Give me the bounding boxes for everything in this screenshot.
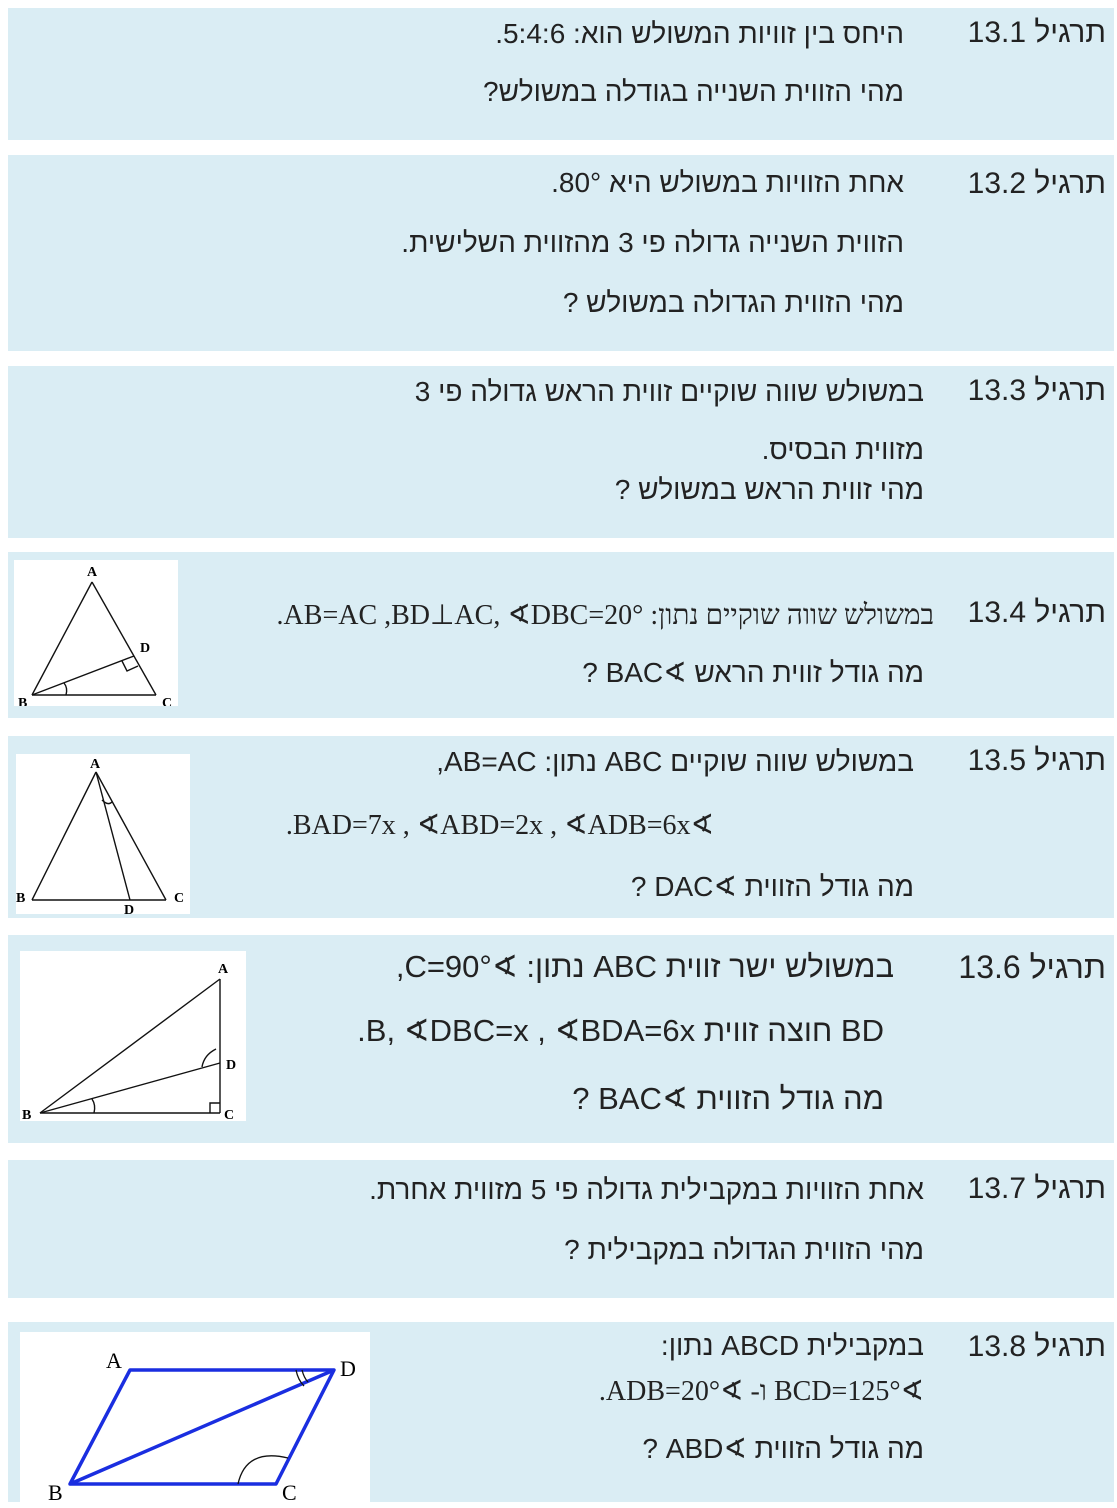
exercise-13-7: תרגיל 13.7 אחת הזוויות במקבילית גדולה פי…: [8, 1160, 1114, 1298]
vertex-label-b: B: [18, 696, 27, 706]
exercise-13-8: תרגיל 13.8 במקבילית ABCD נתון: ∢BCD=125°…: [8, 1322, 1114, 1504]
exercise-line: מזווית הבסיס.: [761, 434, 924, 465]
vertex-label-a: A: [90, 757, 101, 772]
exercise-line: מהי הזווית הגדולה במקבילית ?: [564, 1234, 924, 1265]
exercise-label: תרגיל 13.1: [967, 16, 1106, 49]
exercise-line: מהי הזווית השנייה בגודלה במשולש?: [483, 76, 904, 107]
vertex-label-d: D: [140, 641, 150, 656]
exercise-line: מהי זווית הראש במשולש ?: [614, 474, 924, 505]
exercise-line: מהי הזווית הגדולה במשולש ?: [562, 287, 904, 318]
exercise-line: מה גודל הזווית ∢ABD ?: [642, 1433, 924, 1464]
exercise-line: מה גודל זווית הראש ∢BAC ?: [582, 657, 924, 688]
exercise-line: במשולש ישר זווית ABC נתון: ∢C=90°,: [395, 949, 894, 984]
exercise-line: הזווית השנייה גדולה פי 3 מהזווית השלישית…: [401, 227, 904, 258]
exercise-line: אחת הזוויות במשולש היא 80°.: [551, 167, 904, 198]
exercise-label: תרגיל 13.2: [967, 167, 1106, 200]
vertex-label-c: C: [282, 1480, 297, 1504]
exercise-label: תרגיל 13.7: [967, 1172, 1106, 1205]
vertex-label-b: B: [48, 1480, 63, 1504]
exercise-13-5: תרגיל 13.5 במשולש שווה שוקיים ABC נתון: …: [8, 736, 1114, 918]
exercise-line: ∢BCD=125° ו- ∢ADB=20°.: [598, 1376, 924, 1407]
triangle-figure: A D B C: [14, 560, 178, 706]
vertex-label-a: A: [218, 962, 229, 977]
vertex-label-b: B: [22, 1108, 31, 1121]
exercise-label: תרגיל 13.6: [958, 949, 1106, 985]
exercise-label: תרגיל 13.8: [967, 1330, 1106, 1363]
vertex-label-d: D: [340, 1356, 356, 1381]
triangle-figure: A B D C: [16, 754, 190, 914]
vertex-label-c: C: [174, 891, 184, 906]
exercise-label: תרגיל 13.4: [967, 596, 1106, 629]
vertex-label-c: C: [224, 1108, 234, 1121]
exercise-label: תרגיל 13.3: [967, 374, 1106, 407]
exercise-line: במשולש שווה שוקיים זווית הראש גדולה פי 3: [414, 376, 924, 407]
exercise-line: היחס בין זוויות המשולש הוא: 5:4:6.: [495, 18, 904, 49]
exercise-13-2: תרגיל 13.2 אחת הזוויות במשולש היא 80°. ה…: [8, 155, 1114, 351]
vertex-label-b: B: [16, 891, 25, 906]
vertex-label-d: D: [226, 1058, 236, 1073]
vertex-label-c: C: [162, 696, 172, 706]
exercise-line: במקבילית ABCD נתון:: [660, 1330, 924, 1361]
vertex-label-d: D: [124, 903, 134, 914]
exercise-line: BD חוצה זווית B, ∢DBC=x , ∢BDA=6x.: [357, 1013, 884, 1048]
right-triangle-figure: A D B C: [20, 951, 246, 1121]
exercise-13-4: תרגיל 13.4 במשולש שווה שוקיים נתון: AB=A…: [8, 552, 1114, 718]
vertex-label-a: A: [106, 1348, 122, 1373]
exercise-line: מה גודל הזווית ∢BAC ?: [572, 1081, 884, 1116]
exercise-line: במשולש שווה שוקיים ABC נתון: AB=AC,: [436, 746, 914, 777]
exercise-line: ∢BAD=7x , ∢ABD=2x , ∢ADB=6x.: [285, 810, 714, 841]
exercise-label: תרגיל 13.5: [967, 744, 1106, 777]
vertex-label-a: A: [87, 565, 98, 580]
exercise-13-3: תרגיל 13.3 במשולש שווה שוקיים זווית הראש…: [8, 366, 1114, 538]
exercise-13-6: תרגיל 13.6 במשולש ישר זווית ABC נתון: ∢C…: [8, 935, 1114, 1143]
exercise-line: מה גודל הזווית ∢DAC ?: [630, 871, 914, 902]
parallelogram-figure: A D B C: [20, 1332, 370, 1504]
exercise-line: במשולש שווה שוקיים נתון: AB=AC ,BD⊥AC, ∢…: [276, 600, 934, 631]
exercise-13-1: תרגיל 13.1 היחס בין זוויות המשולש הוא: 5…: [8, 8, 1114, 140]
exercise-line: אחת הזוויות במקבילית גדולה פי 5 מזווית א…: [369, 1174, 924, 1205]
